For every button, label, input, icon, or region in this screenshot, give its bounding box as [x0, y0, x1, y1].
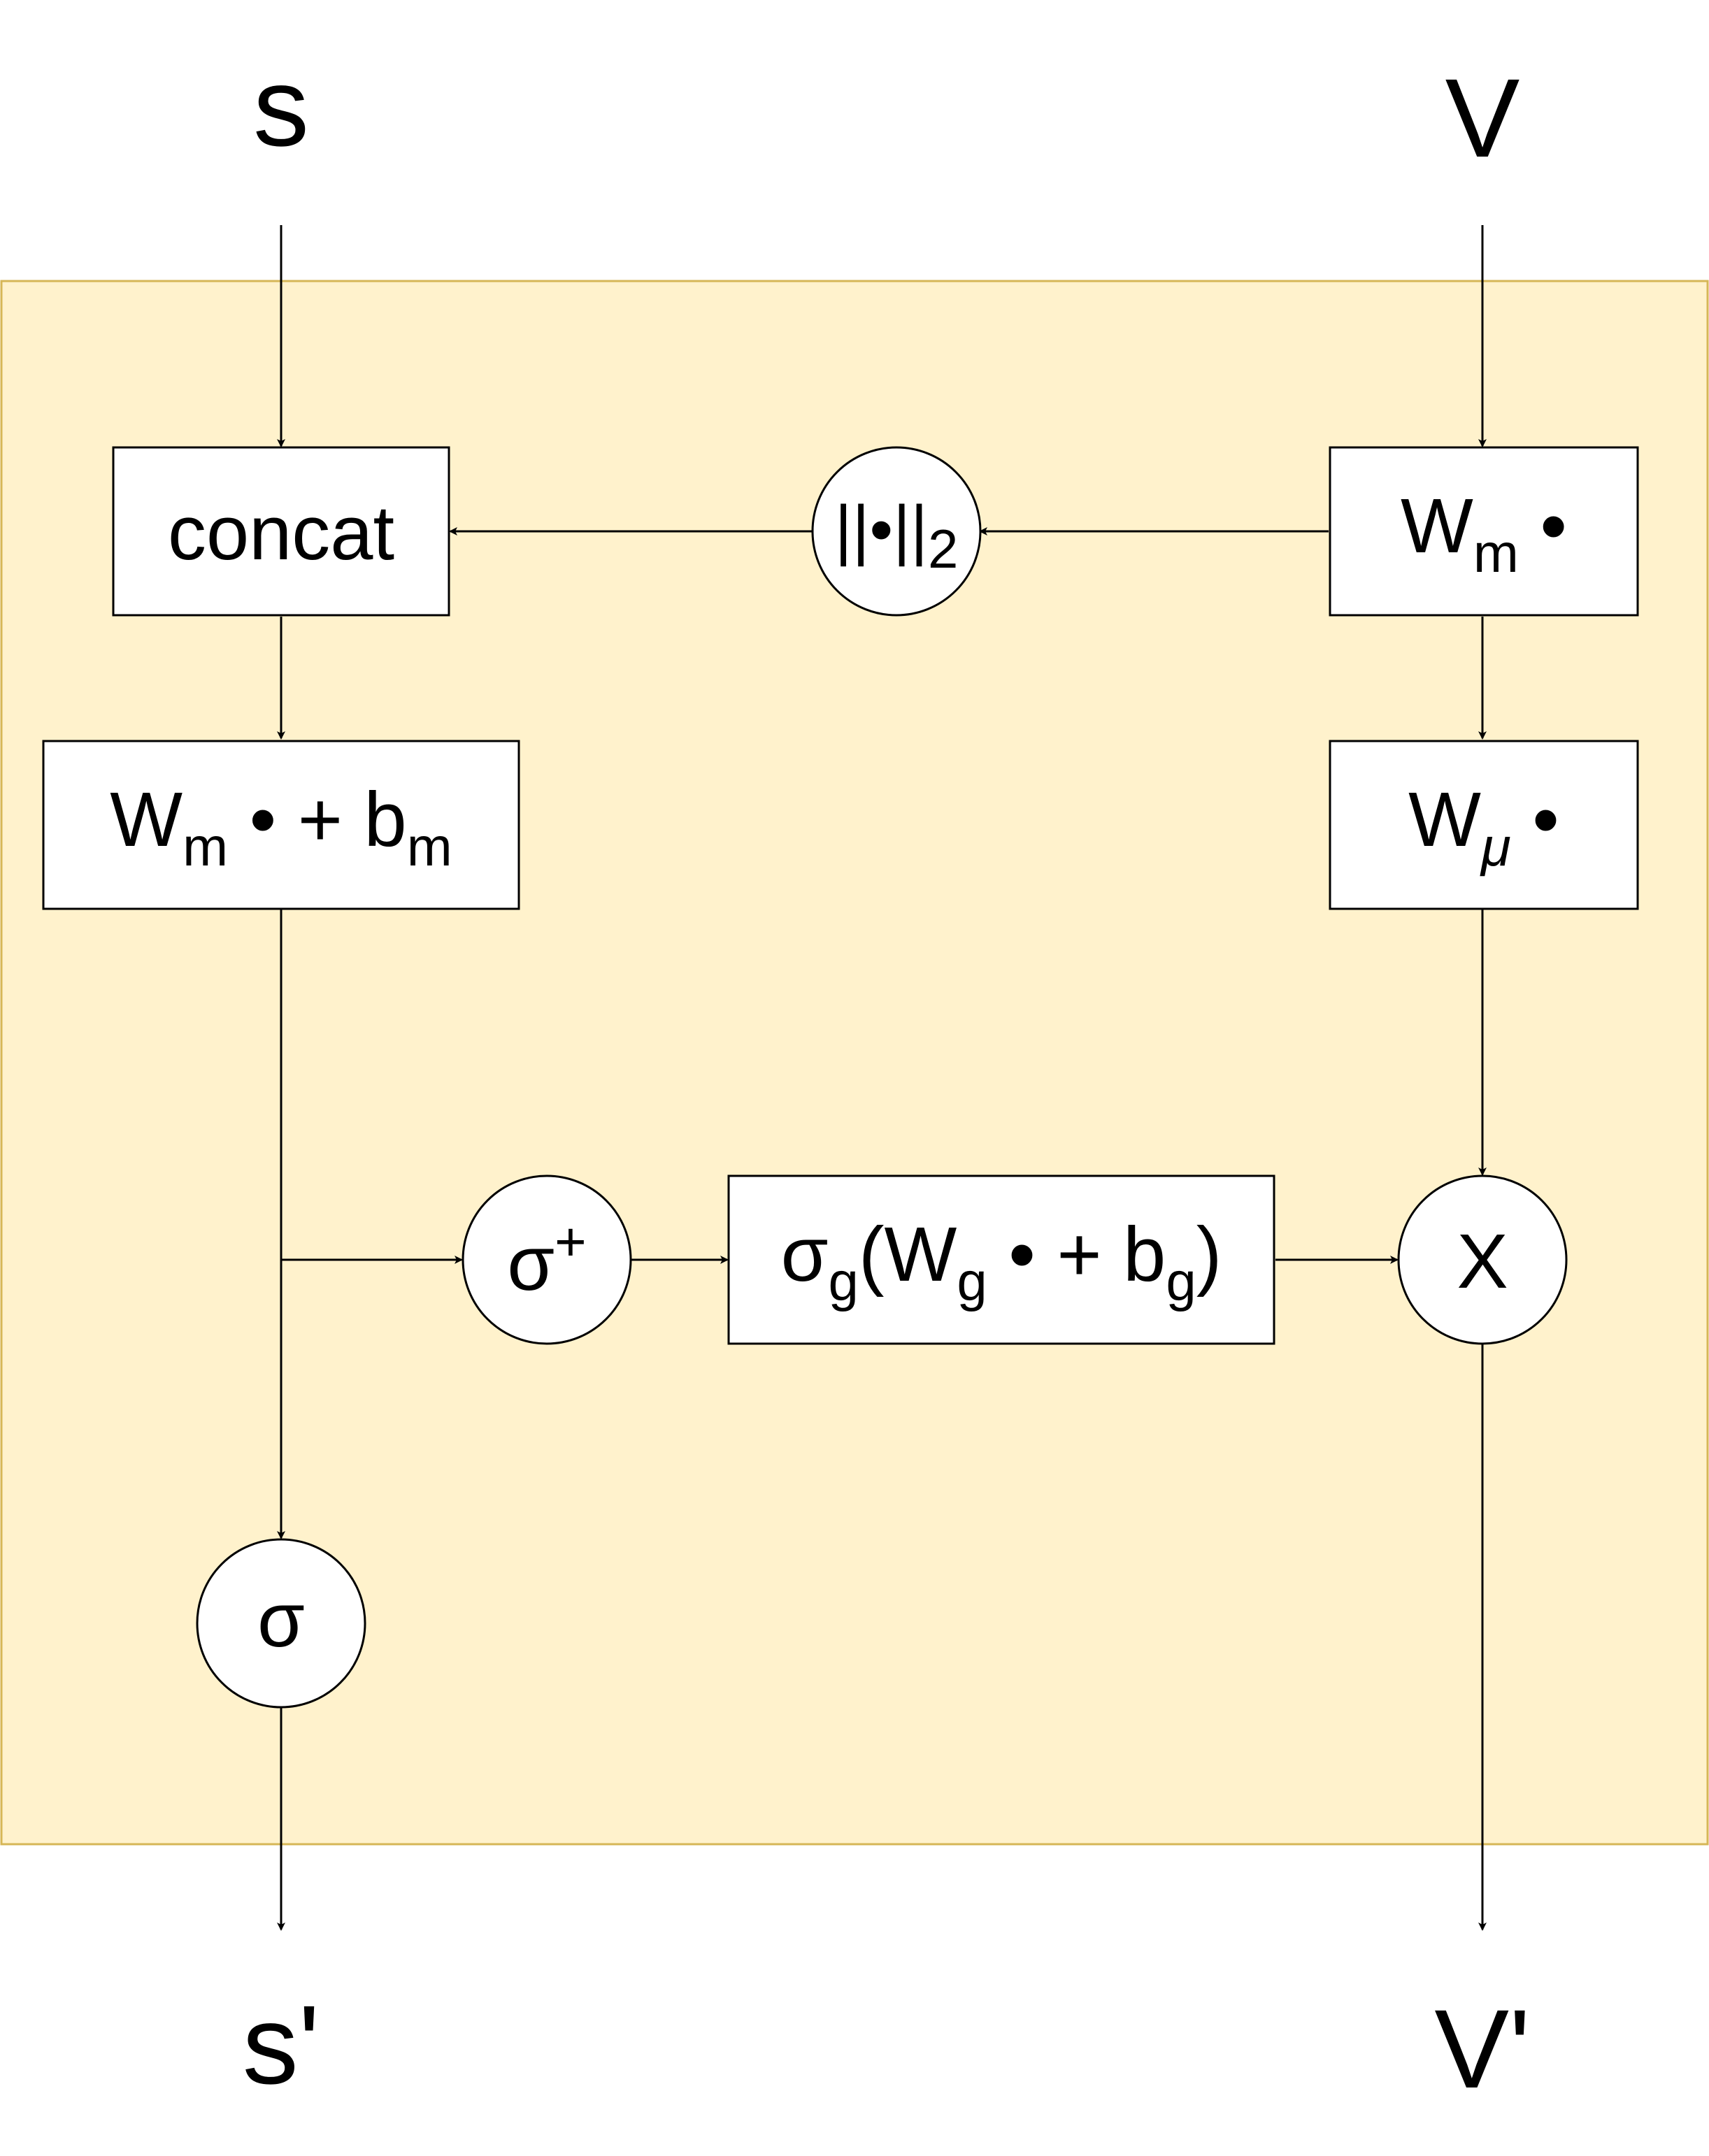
gate-node: σg(Wg • + bg) — [727, 1174, 1275, 1345]
wmu-node: Wμ • — [1329, 740, 1639, 910]
wm-node: Wm • — [1329, 446, 1639, 617]
multiply-label: X — [1457, 1219, 1508, 1305]
concat-node: concat — [112, 446, 450, 617]
input-s-label: s — [253, 44, 309, 169]
wm-bm-label: Wm • + bm — [110, 777, 452, 877]
sigma-plus-node: σ+ — [462, 1174, 632, 1345]
wm-bm-node: Wm • + bm — [42, 740, 520, 910]
wm-label: Wm • — [1401, 483, 1567, 584]
input-v-label: V — [1445, 55, 1520, 180]
output-s-prime-label: s' — [243, 1982, 320, 2107]
norm-label: ||•||2 — [835, 492, 959, 580]
gate-label: σg(Wg • + bg) — [781, 1212, 1222, 1312]
output-v-prime-label: V' — [1434, 1986, 1530, 2111]
multiply-node: X — [1397, 1174, 1568, 1345]
concat-label: concat — [168, 490, 394, 576]
sigma-node: σ — [196, 1538, 366, 1709]
sigma-plus-label: σ+ — [507, 1211, 586, 1307]
norm-node: ||•||2 — [811, 446, 982, 617]
sigma-label: σ — [257, 1577, 305, 1663]
wmu-label: Wμ • — [1408, 777, 1559, 877]
